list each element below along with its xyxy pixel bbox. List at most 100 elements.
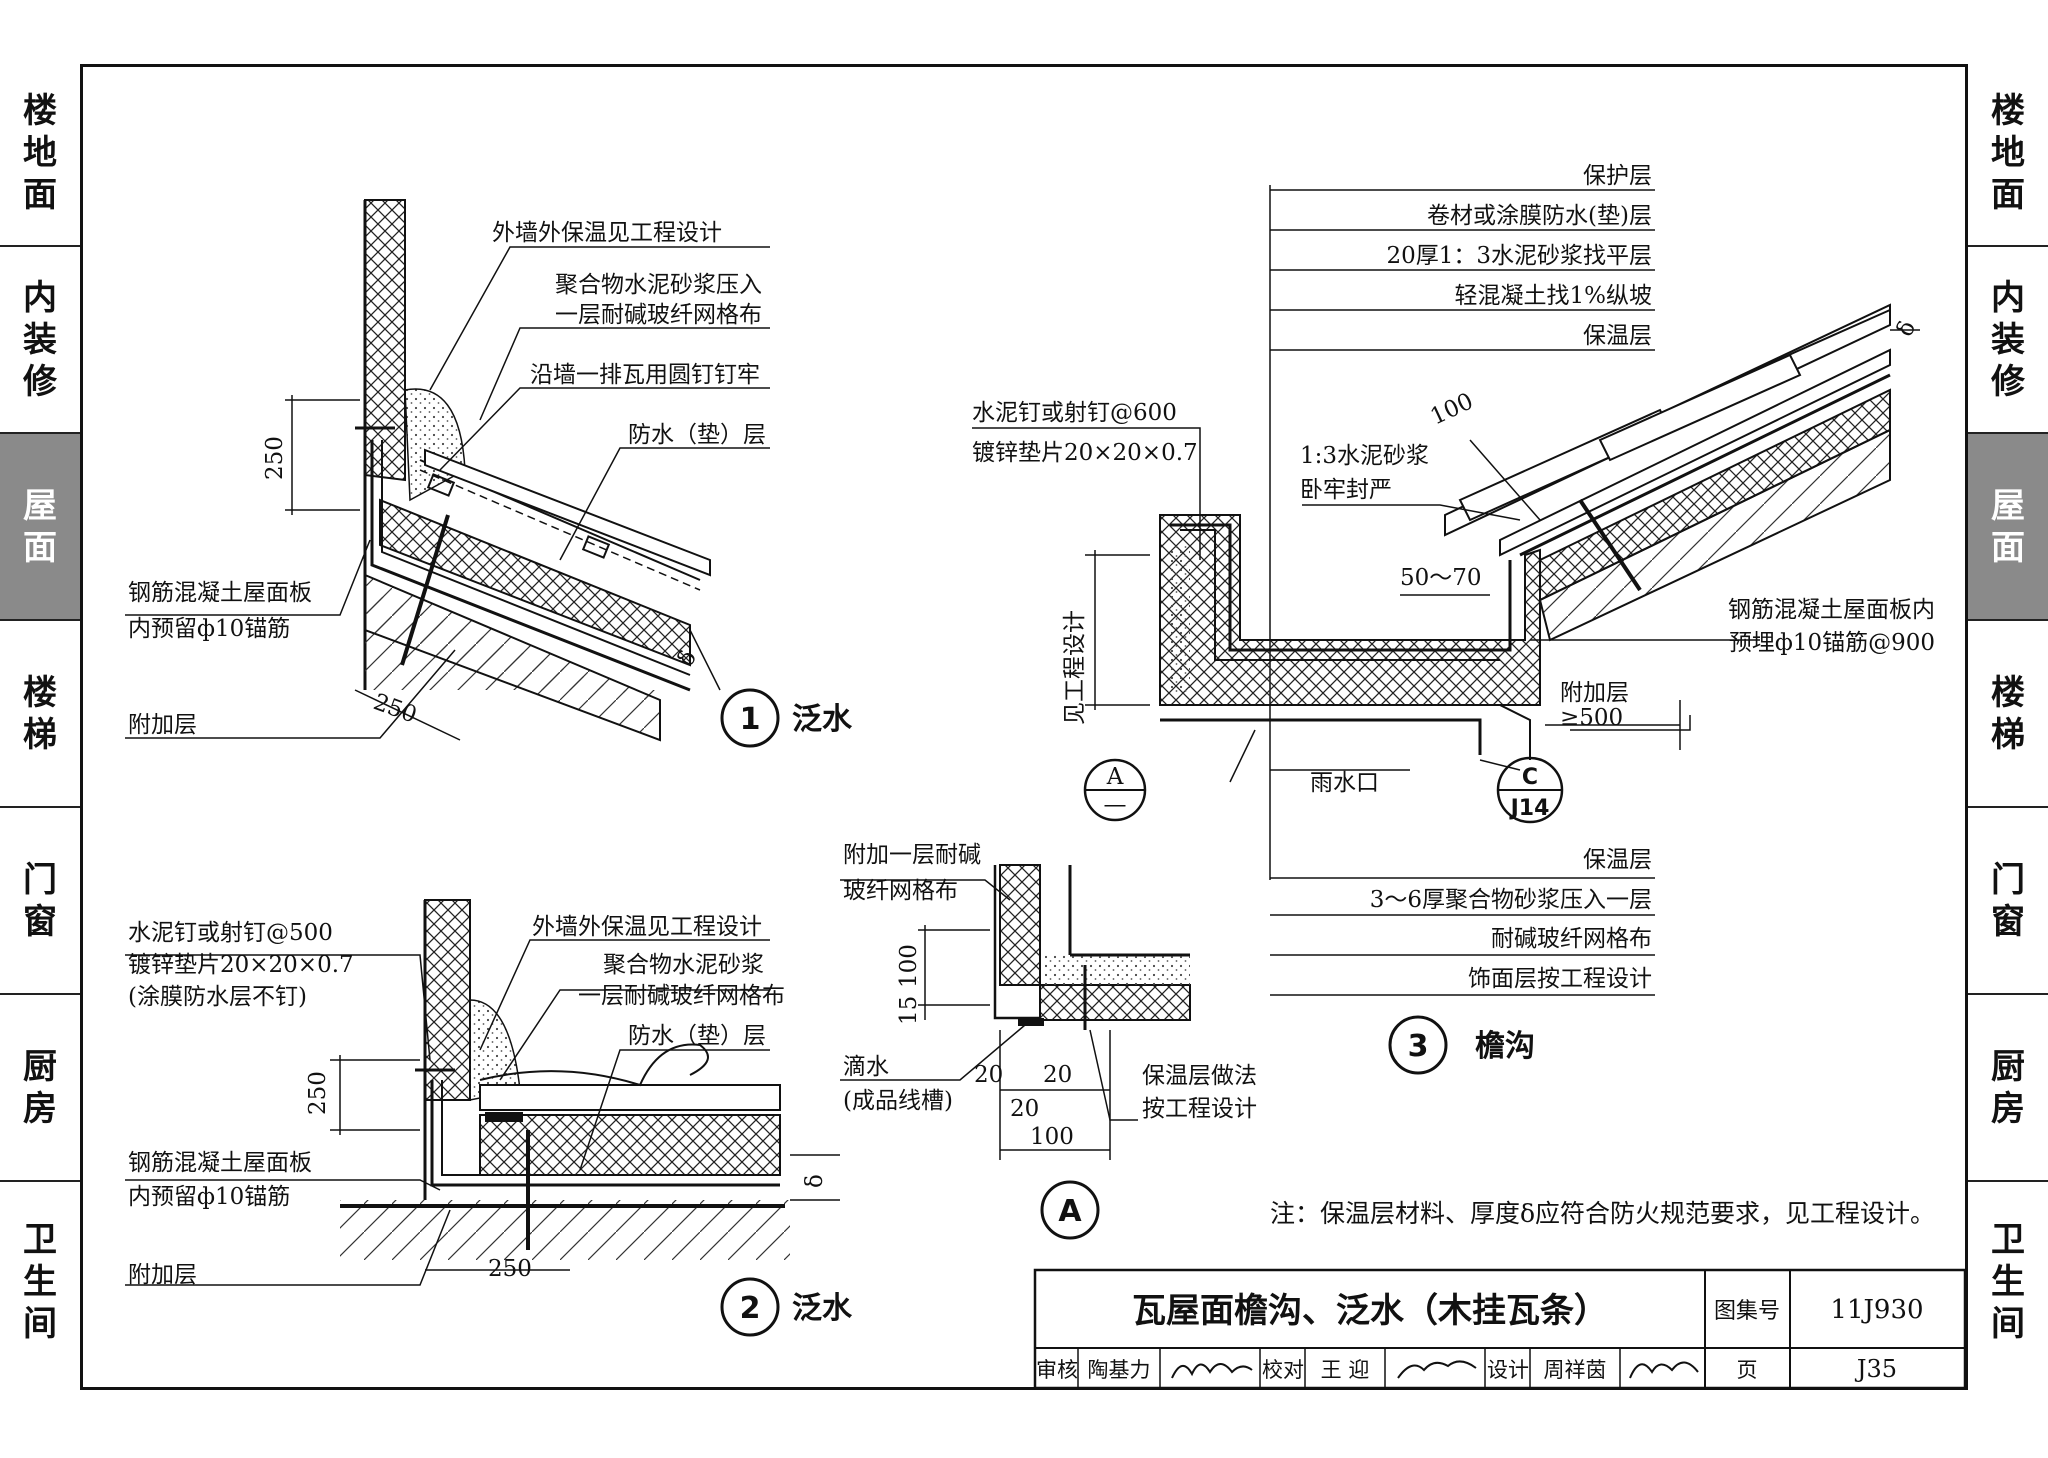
dA-label-insulation-2: 按工程设计 [1142,1096,1257,1122]
dA-dim-20-right: 20 [1043,1062,1072,1088]
d1-label-polymer-mortar: 聚合物水泥砂浆压入 [555,272,762,298]
d1-label-additional: 附加层 [128,712,197,738]
d3-dim-500: ≥500 [1560,705,1623,731]
d2-title: 泛水 [792,1291,853,1326]
d3-dim-delta: δ [1892,317,1921,341]
d1-label-waterproof: 防水（垫）层 [628,422,766,448]
d2-label-mesh: 一层耐碱玻纤网格布 [578,983,785,1009]
tab-bathroom[interactable]: 卫生间 [0,1182,80,1382]
d3-label-mortar: 1:3水泥砂浆 [1300,443,1429,469]
design-label: 设计 [1487,1358,1529,1382]
d3-label-anchor: 预埋ф10锚筋@900 [1729,630,1935,656]
tab-doors-windows-label: 门窗 [23,859,57,942]
dA-dim-100-horizontal: 100 [1030,1124,1074,1150]
dA-label-groove: (成品线槽) [843,1088,953,1114]
d1-label-slab: 钢筋混凝土屋面板 [128,580,312,606]
ref-c-top: C [1522,765,1538,790]
dA-dim-20-middle: 20 [1010,1096,1039,1122]
tab-kitchen[interactable]: 厨房 [0,995,80,1182]
reviewer-name: 陶基力 [1088,1358,1151,1382]
tab-doors-windows-right[interactable]: 门窗 [1968,808,2048,995]
d3-label-seal: 卧牢封严 [1300,477,1392,503]
d3-bottom-finish: 饰面层按工程设计 [1468,966,1652,992]
d2-label-additional: 附加层 [128,1262,197,1288]
page-label: 页 [1737,1358,1758,1382]
checker-name: 王 迎 [1321,1358,1370,1382]
detail-1-drawing [125,199,770,742]
tab-interior[interactable]: 内装修 [0,247,80,434]
tab-bathroom-right-label: 卫生间 [1991,1220,2025,1344]
detail-2-drawing [125,899,840,1286]
dA-label-insulation-1: 保温层做法 [1142,1063,1257,1089]
d2-label-washer: 镀锌垫片20×20×0.7 [128,952,354,978]
tab-roof-right[interactable]: 屋面 [1968,434,2048,621]
d3-title: 檐沟 [1475,1029,1535,1064]
d1-dim-250-vertical: 250 [262,436,288,480]
dA-number: A [1058,1194,1082,1229]
d3-label-nail: 水泥钉或射钉@600 [972,400,1177,426]
tab-interior-right[interactable]: 内装修 [1968,247,2048,434]
d1-label-mesh: 一层耐碱玻纤网格布 [555,302,762,328]
designer-name: 周祥茵 [1544,1358,1607,1382]
d1-title: 泛水 [792,702,853,737]
check-label: 校对 [1262,1358,1304,1382]
d3-layer-protection: 保护层 [1583,163,1652,189]
ref-c-bottom: J14 [1509,796,1550,821]
tab-roof[interactable]: 屋面 [0,434,80,621]
d2-label-polymer-mortar: 聚合物水泥砂浆 [603,952,764,978]
dA-label-drip: 滴水 [843,1054,889,1080]
dA-label-mesh-1: 附加一层耐碱 [843,842,981,868]
tab-bathroom-label: 卫生间 [23,1220,57,1344]
d2-label-waterproof: 防水（垫）层 [628,1023,766,1049]
d1-label-anchor: 内预留ф10锚筋 [128,616,290,642]
d1-number-circle [720,688,780,748]
tab-floor-label: 楼地面 [23,90,57,215]
d3-label-slab: 钢筋混凝土屋面板内 [1728,597,1935,623]
signature-reviewer [1171,1363,1253,1379]
tab-floor-right[interactable]: 楼地面 [1968,60,2048,247]
tab-kitchen-right[interactable]: 厨房 [1968,995,2048,1182]
d3-layer-screed: 20厚1：3水泥砂浆找平层 [1386,243,1652,269]
d3-dim-100: 100 [1427,388,1478,430]
tab-floor[interactable]: 楼地面 [0,60,80,247]
d3-bottom-mesh: 耐碱玻纤网格布 [1491,926,1652,952]
detail-3-drawing [972,185,1920,996]
d2-label-nail: 水泥钉或射钉@500 [128,920,333,946]
d2-number: 2 [740,1291,761,1326]
d3-number: 3 [1408,1029,1429,1064]
ref-a-top: A [1106,764,1124,790]
tab-bathroom-right[interactable]: 卫生间 [1968,1182,2048,1382]
page-number: J35 [1854,1355,1897,1383]
tab-roof-label: 屋面 [23,485,57,568]
d2-label-anchor: 内预留ф10锚筋 [128,1184,290,1210]
d2-label-wall-insulation: 外墙外保温见工程设计 [532,914,762,940]
d3-label-see-design: 见工程设计 [1062,610,1088,725]
tab-doors-windows-right-label: 门窗 [1991,859,2025,942]
d2-number-circle [720,1277,780,1337]
d3-layer-insulation: 保温层 [1583,323,1652,349]
dA-dim-15: 15 [896,996,922,1025]
tab-stairs[interactable]: 楼梯 [0,621,80,808]
tab-doors-windows[interactable]: 门窗 [0,808,80,995]
d3-label-additional: 附加层 [1560,680,1629,706]
d2-label-slab: 钢筋混凝土屋面板 [128,1150,312,1176]
tab-roof-right-label: 屋面 [1991,485,2025,568]
dA-circle [1040,1180,1100,1240]
tab-stairs-right[interactable]: 楼梯 [1968,621,2048,808]
d1-label-nail-row: 沿墙一排瓦用圆钉钉牢 [530,362,760,388]
tab-kitchen-label: 厨房 [23,1046,57,1129]
tab-stairs-label: 楼梯 [23,672,57,755]
d2-dim-250-vertical: 250 [305,1071,331,1115]
d3-label-drain: 雨水口 [1310,770,1379,796]
d3-dim-50-70: 50～70 [1400,565,1482,591]
signature-designer [1629,1361,1699,1379]
tab-interior-right-label: 内装修 [1991,277,2025,402]
tab-stairs-right-label: 楼梯 [1991,672,2025,755]
title-block [1033,1268,1967,1390]
atlas-label: 图集号 [1714,1299,1780,1324]
drawing-title: 瓦屋面檐沟、泛水（木挂瓦条） [1132,1291,1608,1331]
review-label: 审核 [1036,1358,1078,1382]
tab-floor-right-label: 楼地面 [1991,90,2025,215]
d1-number: 1 [740,702,761,737]
